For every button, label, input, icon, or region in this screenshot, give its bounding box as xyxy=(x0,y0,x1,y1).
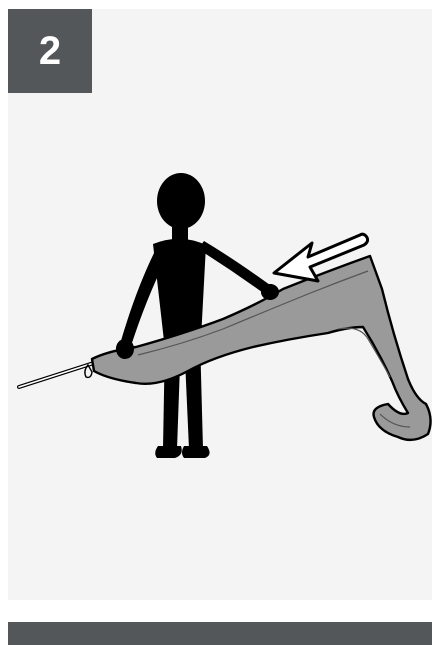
step-illustration xyxy=(8,9,432,600)
bottom-bar xyxy=(8,622,432,645)
step-number: 2 xyxy=(39,31,61,71)
step-panel: 2 xyxy=(8,9,432,600)
rod xyxy=(19,361,100,387)
step-badge: 2 xyxy=(8,9,92,93)
